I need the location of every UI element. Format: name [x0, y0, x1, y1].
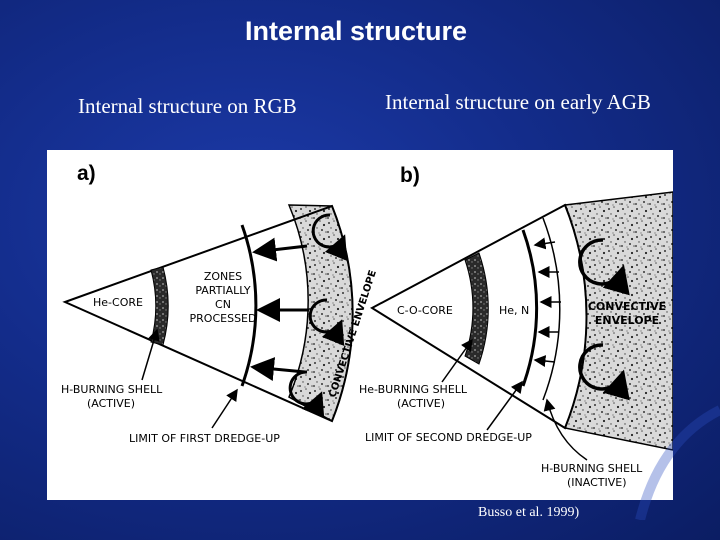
structure-figure: a) He-CORE ZONES PARTIALLY CN PROCESSED …	[47, 150, 673, 500]
zones-line-3: CN	[215, 298, 231, 311]
h-shell-label-line1: H-BURNING SHELL	[541, 462, 643, 475]
dredge-label-a: LIMIT OF FIRST DREDGE-UP	[129, 432, 280, 445]
decorative-swoosh	[635, 405, 720, 520]
shell-label-a-line1: H-BURNING SHELL	[61, 383, 163, 396]
dredge-label-b: LIMIT OF SECOND DREDGE-UP	[365, 431, 532, 444]
core-label-b: C-O-CORE	[397, 304, 453, 317]
panel-b: b) C-O-CORE He, N CONVECTIVE ENVELOPE He…	[359, 164, 673, 489]
panel-a: a) He-CORE ZONES PARTIALLY CN PROCESSED …	[61, 162, 379, 445]
zones-line-1: ZONES	[204, 270, 242, 283]
slide-title: Internal structure	[244, 16, 468, 46]
citation: Busso et al. 1999)	[478, 505, 580, 520]
panel-label-a: a)	[77, 162, 96, 185]
core-label-a: He-CORE	[93, 296, 143, 309]
envelope-label-b-line1: CONVECTIVE	[588, 300, 666, 313]
zone-label-b: He, N	[499, 304, 529, 317]
he-shell-label-line2: (ACTIVE)	[397, 397, 445, 410]
structure-diagram: a) He-CORE ZONES PARTIALLY CN PROCESSED …	[61, 162, 673, 489]
envelope-label-b-line2: ENVELOPE	[595, 314, 659, 327]
subtitle-early-agb: Internal structure on early AGB	[385, 90, 651, 114]
zones-line-4: PROCESSED	[190, 312, 257, 325]
panel-label-b: b)	[400, 164, 420, 187]
he-burning-shell-b	[464, 252, 489, 365]
h-burning-shell-a	[150, 266, 169, 346]
subtitle-rgb: Internal structure on RGB	[78, 94, 297, 118]
shell-label-a-line2: (ACTIVE)	[87, 397, 135, 410]
zones-line-2: PARTIALLY	[195, 284, 251, 297]
h-shell-label-line2: (INACTIVE)	[567, 476, 627, 489]
he-shell-label-line1: He-BURNING SHELL	[359, 383, 468, 396]
